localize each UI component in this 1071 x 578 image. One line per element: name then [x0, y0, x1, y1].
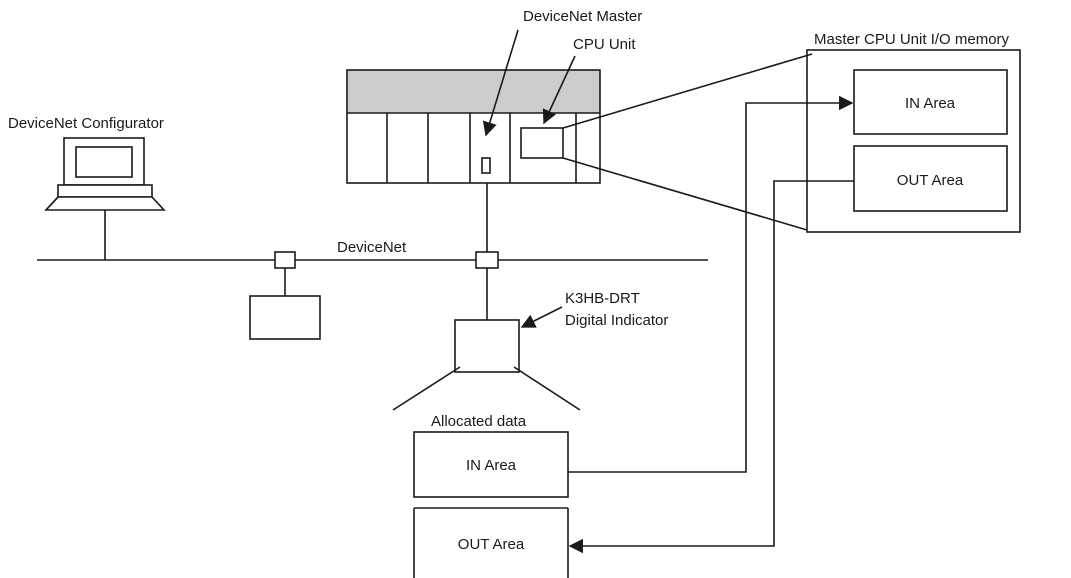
k3hb-pointer: [520, 306, 563, 328]
allocation-fan-left: [392, 366, 461, 411]
master-in-area-label: IN Area: [905, 95, 956, 112]
k3hb-model-label: K3HB-DRT: [565, 290, 640, 307]
cpu-to-memory-line-bottom: [562, 157, 808, 231]
master-in-area-box: [853, 69, 1008, 135]
allocation-fan-right: [513, 366, 581, 411]
alloc-in-area-label: IN Area: [466, 457, 517, 474]
alloc-out-area-box: [413, 507, 569, 578]
cpu-to-memory-line-top: [562, 53, 813, 129]
master-out-area-label: OUT Area: [897, 172, 964, 189]
cpu-unit-label: CPU Unit: [573, 36, 636, 53]
allocated-data-label: Allocated data: [431, 413, 527, 430]
tap-left: [274, 251, 296, 269]
master-cpu-memory-label: Master CPU Unit I/O memory: [814, 31, 1010, 48]
master-io-memory: IN Area OUT Area: [806, 49, 1021, 233]
tap-center: [475, 251, 499, 269]
alloc-out-area-label: OUT Area: [458, 536, 525, 553]
alloc-in-area-box: [413, 431, 569, 498]
configurator-computer-icon: [44, 137, 166, 211]
devicenet-master-unit-port: [481, 157, 491, 174]
in-area-mapping-arrow: [568, 95, 854, 473]
k3hb-indicator-box: [454, 319, 520, 373]
plc-rack-frame: [346, 69, 601, 184]
devicenet-master-pointer: [482, 29, 519, 137]
plc-rack-top-band: [347, 70, 600, 113]
out-area-mapping-arrow: [568, 180, 854, 554]
k3hb-desc-label: Digital Indicator: [565, 312, 668, 329]
configurator-label: DeviceNet Configurator: [8, 115, 164, 132]
generic-slave-box: [249, 295, 321, 340]
cpu-unit-block: [520, 127, 564, 159]
plc-rack: [346, 69, 601, 184]
master-out-area-box: [853, 145, 1008, 212]
cpu-unit-pointer: [542, 55, 576, 125]
devicenet-label: DeviceNet: [337, 239, 407, 256]
devicenet-master-label: DeviceNet Master: [523, 8, 642, 25]
